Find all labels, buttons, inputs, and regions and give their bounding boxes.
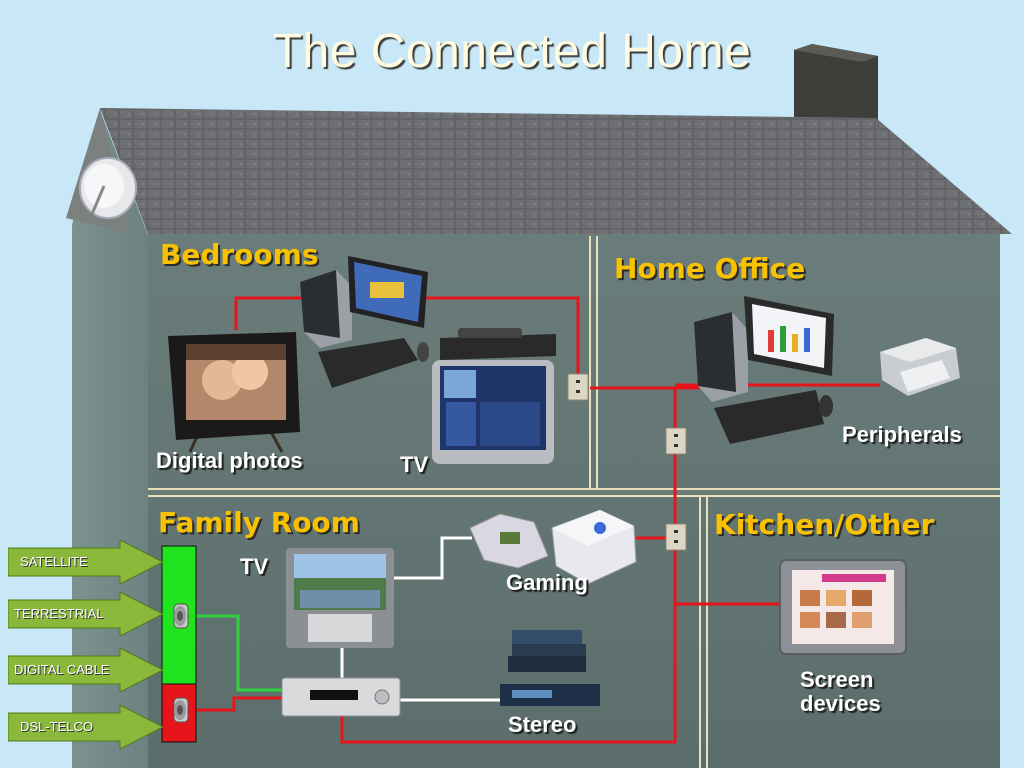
- input-arrow-dsl-telco: DSL-TELCO: [7, 704, 165, 750]
- green-wiring: [190, 614, 282, 692]
- game-console-icon: [469, 509, 637, 585]
- wall-outlet-icon: [567, 373, 687, 551]
- arrow-shape: [7, 647, 165, 693]
- chimney: [794, 44, 878, 136]
- input-label: SATELLITE: [20, 554, 88, 569]
- room-label-bedrooms: Bedrooms: [160, 238, 319, 271]
- device-label-gaming: Gaming: [506, 570, 588, 595]
- printer-icon: [880, 338, 960, 396]
- screen-devices-line2: devices: [800, 691, 881, 716]
- input-label: DIGITAL CABLE: [14, 662, 110, 677]
- device-label-family-tv: TV: [240, 554, 269, 579]
- arrow-shape: [7, 591, 165, 637]
- input-arrow-terrestrial: TERRESTRIAL: [7, 591, 165, 637]
- room-label-kitchen-other: Kitchen/Other: [714, 508, 935, 541]
- bedroom-computer-icon: [300, 256, 429, 388]
- arrow-shape: [7, 539, 165, 585]
- room-label-home-office: Home Office: [614, 252, 806, 285]
- page-title: The Connected Home: [272, 25, 752, 78]
- device-label-stereo: Stereo: [508, 712, 577, 737]
- office-computer-icon: [694, 296, 834, 444]
- screen-devices-line1: Screen: [800, 667, 874, 692]
- satellite-dish-icon: [79, 157, 137, 219]
- input-arrow-digital-cable: DIGITAL CABLE: [7, 647, 165, 693]
- white-wiring: [340, 536, 502, 702]
- device-label-peripherals: Peripherals: [842, 422, 962, 447]
- coax-connector-icon: [173, 697, 189, 723]
- coax-connector-icon: [173, 603, 189, 629]
- receiver-box-icon: [281, 677, 401, 717]
- device-label-digital-photos: Digital photos: [156, 448, 303, 473]
- input-label: TERRESTRIAL: [14, 606, 104, 621]
- stereo-icon: [500, 630, 600, 706]
- room-dividers: [148, 236, 1000, 768]
- screen-device-icon: [779, 559, 907, 655]
- device-label-bedroom-tv: TV: [400, 452, 429, 477]
- family-room-tv-icon: [286, 548, 394, 648]
- digital-photo-frame-icon: [168, 332, 300, 453]
- input-panel: [161, 545, 197, 743]
- roof: [100, 108, 1012, 234]
- arrow-shape: [7, 704, 165, 750]
- device-label-screen-devices: Screen devices: [800, 668, 881, 716]
- input-label: DSL-TELCO: [20, 719, 93, 734]
- input-arrow-satellite: SATELLITE: [7, 539, 165, 585]
- room-label-family-room: Family Room: [158, 506, 360, 539]
- bedroom-tv-icon: [432, 328, 556, 464]
